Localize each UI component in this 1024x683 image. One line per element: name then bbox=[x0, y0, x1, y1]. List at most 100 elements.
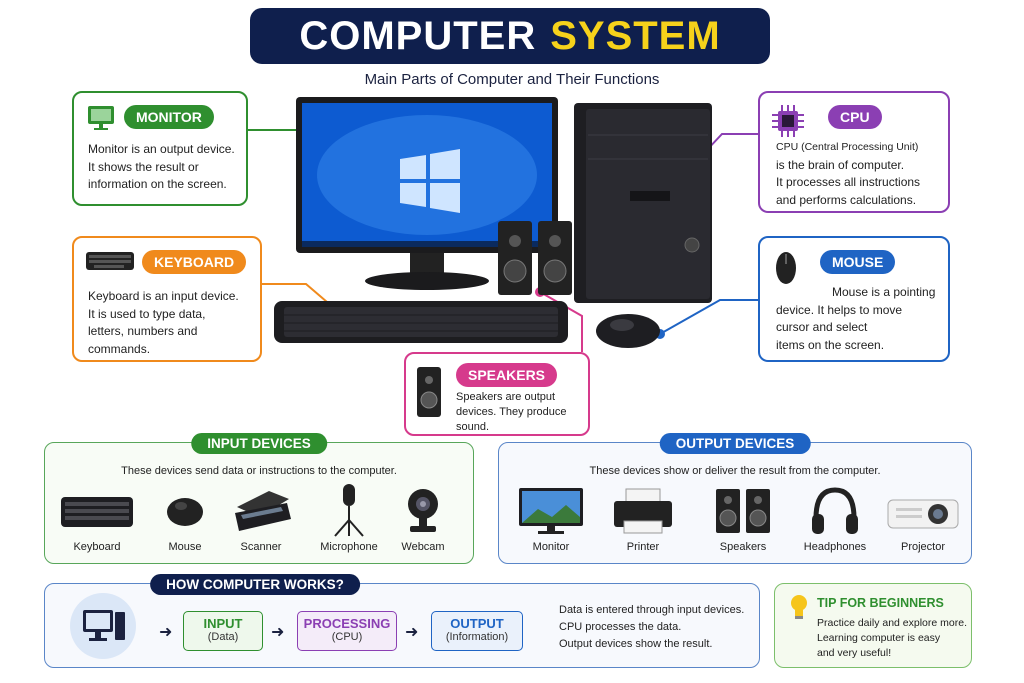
flow-step-sub: (Information) bbox=[445, 631, 509, 643]
input-device-label: Keyboard bbox=[73, 541, 121, 553]
speakers-desc-line: devices. They produce bbox=[456, 406, 567, 418]
arrow-right-icon: ➜ bbox=[405, 624, 419, 641]
keyboard-desc-line: letters, numbers and bbox=[88, 324, 198, 338]
monitor-desc-line: It shows the result or bbox=[88, 159, 199, 174]
cpu-label: CPU bbox=[828, 105, 882, 129]
flow-step-sub: (Data) bbox=[207, 631, 239, 643]
input-device-label: Mouse bbox=[168, 541, 202, 553]
webcam-icon bbox=[408, 489, 438, 532]
monitor-label: MONITOR bbox=[124, 105, 214, 129]
mouse-desc-line: cursor and select bbox=[776, 320, 868, 334]
speakers-card: SPEAKERS Speakers are output devices. Th… bbox=[404, 352, 590, 436]
keyboard-desc-line: It is used to type data, bbox=[88, 306, 206, 321]
flow-step-title: INPUT bbox=[203, 616, 243, 631]
keyboard-icon bbox=[86, 252, 134, 270]
cpu-card: CPU CPU (Central Processing Unit) is the… bbox=[758, 91, 950, 213]
cpu-desc-line: and performs calculations. bbox=[776, 192, 917, 207]
output-devices-section: OUTPUT DEVICES These devices show or del… bbox=[498, 433, 972, 564]
input-devices-section: INPUT DEVICES These devices send data or… bbox=[44, 433, 474, 564]
input-device-label: Scanner bbox=[240, 541, 282, 553]
flow-step-input: INPUT (Data) bbox=[183, 611, 263, 651]
computer-icon bbox=[70, 593, 136, 659]
output-device-label: Monitor bbox=[532, 541, 570, 553]
speakers-label: SPEAKERS bbox=[456, 363, 558, 387]
title-part1: COMPUTER bbox=[299, 13, 537, 58]
keyboard-desc-line: Keyboard is an input device. bbox=[88, 289, 239, 303]
keyboard-label: KEYBOARD bbox=[142, 250, 247, 274]
flow-step-title: OUTPUT bbox=[450, 616, 504, 631]
how-computer-works-label: HOW COMPUTER WORKS? bbox=[150, 574, 360, 595]
flow-step-output: OUTPUT (Information) bbox=[431, 611, 523, 651]
input-device-microphone: Microphone bbox=[309, 484, 389, 553]
output-device-headphones: Headphones bbox=[795, 485, 875, 553]
how-works-line: CPU processes the data. bbox=[559, 621, 682, 633]
input-devices-description: These devices send data or instructions … bbox=[121, 465, 397, 477]
arrow-right-icon: ➜ bbox=[159, 624, 173, 641]
microphone-icon bbox=[334, 484, 364, 537]
output-devices-description: These devices show or deliver the result… bbox=[589, 465, 881, 477]
flow-step-sub: (CPU) bbox=[331, 631, 363, 643]
mouse-icon bbox=[776, 252, 796, 284]
output-devices-label: OUTPUT DEVICES bbox=[659, 433, 811, 454]
mouse-label: MOUSE bbox=[820, 250, 896, 274]
keyboard-illustration bbox=[274, 301, 568, 343]
chip-icon bbox=[772, 105, 804, 137]
mouse-illustration bbox=[596, 314, 660, 348]
monitor-desc-line: information on the screen. bbox=[88, 177, 227, 191]
scanner-icon bbox=[235, 491, 291, 531]
tip-label: TIP FOR BEGINNERS bbox=[817, 596, 944, 610]
speakers-desc-line: Speakers are output bbox=[456, 391, 556, 403]
monitor-card: MONITOR Monitor is an output device. It … bbox=[72, 91, 248, 206]
input-device-label: Microphone bbox=[320, 541, 378, 553]
lightbulb-icon bbox=[791, 595, 807, 619]
headphones-icon bbox=[812, 487, 858, 534]
arrow-right-icon: ➜ bbox=[271, 624, 285, 641]
subtitle: Main Parts of Computer and Their Functio… bbox=[364, 71, 660, 88]
speaker-icon bbox=[716, 489, 770, 533]
speaker-icon bbox=[417, 367, 441, 417]
output-device-label: Projector bbox=[900, 541, 946, 553]
how-works-line: Data is entered through input devices. bbox=[559, 604, 745, 616]
cpu-tower-illustration bbox=[574, 103, 712, 303]
output-device-speakers: Speakers bbox=[703, 485, 783, 553]
tip-line: Learning computer is easy bbox=[817, 632, 941, 644]
mouse-desc-line: Mouse is a pointing bbox=[832, 285, 936, 299]
how-computer-works-section: HOW COMPUTER WORKS? ➜ INPUT (Data) ➜ PRO… bbox=[44, 574, 760, 668]
output-device-monitor: Monitor bbox=[511, 485, 591, 553]
output-device-label: Headphones bbox=[803, 541, 867, 553]
input-device-mouse: Mouse bbox=[145, 485, 225, 553]
computer-illustration bbox=[274, 97, 712, 348]
cpu-desc-line: is the brain of computer. bbox=[776, 157, 905, 172]
mouse-card: MOUSE Mouse is a pointing device. It hel… bbox=[758, 236, 950, 362]
monitor-desc-line: Monitor is an output device. bbox=[88, 142, 235, 156]
output-device-projector: Projector bbox=[883, 485, 963, 553]
flow-step-title: PROCESSING bbox=[303, 616, 391, 631]
speakers-desc-line: sound. bbox=[456, 421, 490, 433]
cpu-desc-line: CPU (Central Processing Unit) bbox=[776, 141, 919, 153]
output-device-label: Printer bbox=[626, 541, 660, 553]
mouse-desc-line: items on the screen. bbox=[776, 337, 885, 352]
input-devices-label: INPUT DEVICES bbox=[191, 433, 327, 454]
how-works-line: Output devices show the result. bbox=[559, 638, 713, 650]
title-part2: SYSTEM bbox=[550, 13, 721, 58]
input-device-webcam: Webcam bbox=[383, 485, 463, 553]
output-device-label: Speakers bbox=[719, 541, 767, 553]
printer-icon bbox=[614, 488, 672, 534]
input-device-keyboard: Keyboard bbox=[57, 485, 137, 553]
input-device-scanner: Scanner bbox=[221, 485, 301, 553]
mouse-desc-line: device. It helps to move bbox=[776, 302, 903, 317]
tip-section: TIP FOR BEGINNERS Practice daily and exp… bbox=[774, 583, 972, 668]
keyboard-icon bbox=[61, 497, 133, 527]
keyboard-desc-line: commands. bbox=[88, 341, 151, 356]
monitor-illustration bbox=[296, 97, 558, 290]
title-banner: COMPUTER SYSTEM bbox=[250, 8, 770, 64]
mouse-icon bbox=[167, 498, 203, 526]
speakers-illustration bbox=[498, 221, 572, 295]
input-device-label: Webcam bbox=[401, 541, 445, 553]
keyboard-card: KEYBOARD Keyboard is an input device. It… bbox=[72, 236, 262, 362]
projector-icon bbox=[887, 499, 959, 529]
monitor-icon bbox=[519, 488, 583, 534]
tip-line: and very useful! bbox=[817, 647, 892, 659]
output-device-printer: Printer bbox=[603, 485, 683, 553]
cpu-desc-line: It processes all instructions bbox=[776, 175, 921, 189]
